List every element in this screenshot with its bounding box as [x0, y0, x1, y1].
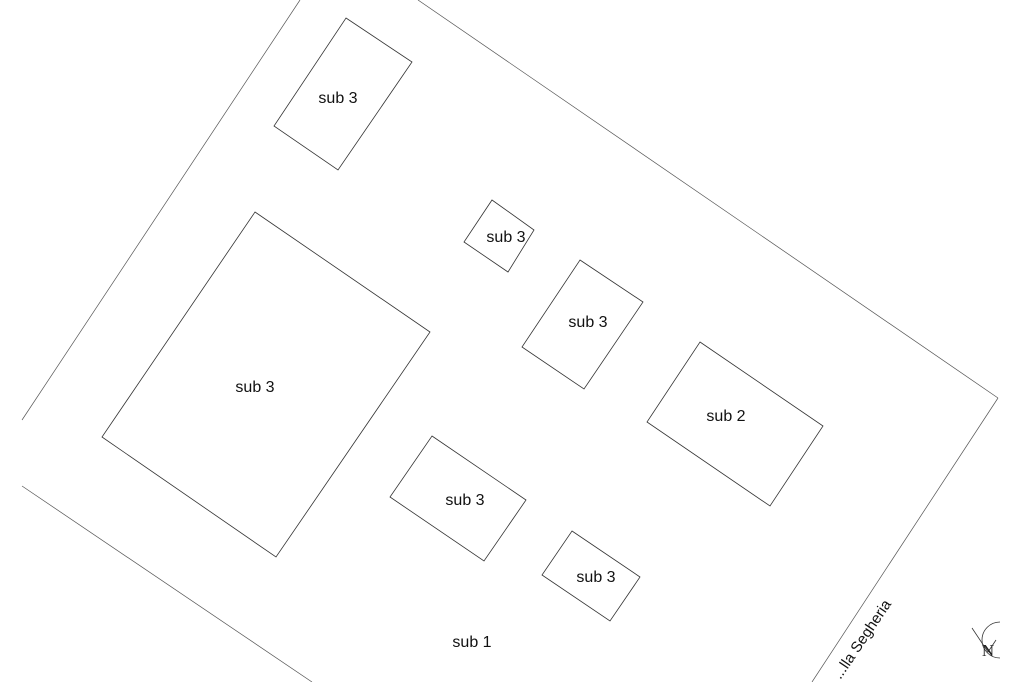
parcel-label: sub 2	[706, 408, 745, 425]
parcel-b6[interactable]: sub 3	[389, 435, 527, 562]
parcel-outline	[521, 259, 644, 390]
parcel-label: sub 3	[576, 569, 615, 586]
north-arrow-label: N	[982, 641, 994, 660]
parcel-label: sub 3	[568, 314, 607, 331]
parcel-label: sub 3	[445, 492, 484, 509]
yard-label: sub 1	[452, 634, 491, 651]
parcel-outline	[389, 435, 527, 562]
north-arrow-point	[971, 627, 997, 653]
north-arrow-icon	[981, 621, 1001, 659]
parcel-b7[interactable]: sub 3	[541, 530, 641, 622]
street-label: ...lla Segheria	[830, 596, 896, 682]
lot-boundary-south-west	[21, 485, 313, 682]
parcel-b4[interactable]: sub 3	[521, 259, 644, 390]
parcel-outline	[463, 199, 535, 273]
parcel-label: sub 3	[235, 379, 274, 396]
parcel-b2[interactable]: sub 3	[463, 199, 535, 273]
parcel-b3[interactable]: sub 3	[101, 211, 431, 558]
lot-boundary-east	[811, 397, 999, 682]
lot-boundary-north-east	[417, 0, 999, 399]
parcel-outline	[273, 17, 413, 171]
parcel-outline	[541, 530, 641, 622]
parcel-label: sub 3	[486, 229, 525, 246]
lot-boundary-north-west	[21, 0, 301, 421]
parcel-b1[interactable]: sub 3	[273, 17, 413, 171]
parcel-label: sub 3	[318, 90, 357, 107]
parcel-outline	[646, 341, 824, 507]
parcel-outline	[101, 211, 431, 558]
north-arrow: N	[971, 621, 1001, 660]
parcel-b5[interactable]: sub 2	[646, 341, 824, 507]
